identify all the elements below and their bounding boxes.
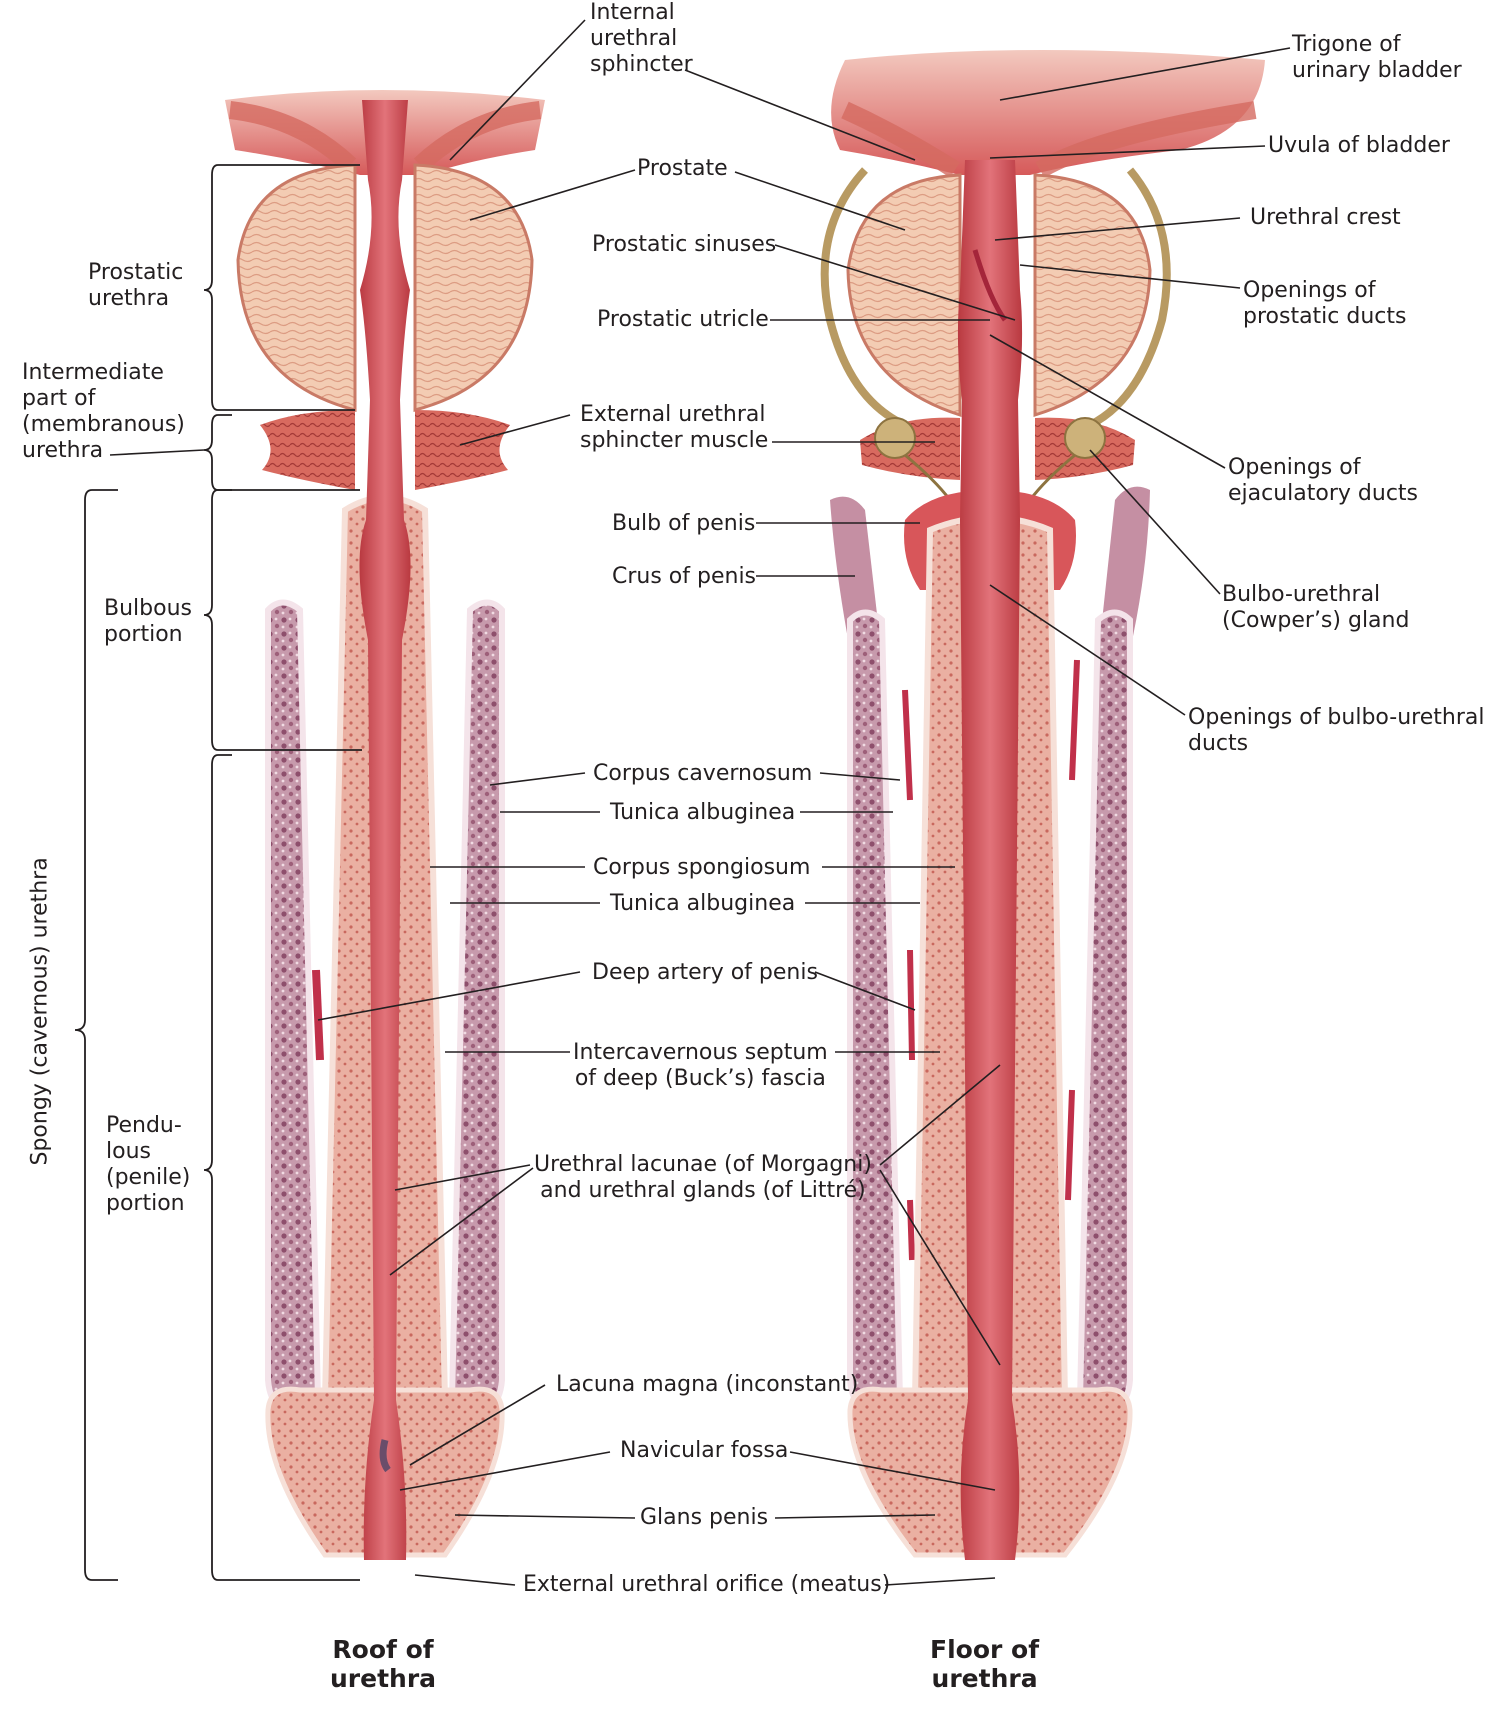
label-line: External urethral xyxy=(580,402,766,427)
label-line: Prostatic xyxy=(88,260,184,285)
label-deep-artery: Deep artery of penis xyxy=(592,960,818,985)
label-bulbous-portion: Bulbous portion xyxy=(104,596,192,648)
label-prostatic-sinuses: Prostatic sinuses xyxy=(592,232,777,257)
label-openings-ejaculatory-ducts: Openings of ejaculatory ducts xyxy=(1228,455,1418,507)
label-line: Intercavernous septum xyxy=(573,1040,828,1065)
label-line: portion xyxy=(104,622,183,647)
label-line: Intermediate xyxy=(22,360,164,385)
label-navicular-fossa: Navicular fossa xyxy=(620,1438,789,1463)
region-braces xyxy=(74,164,362,1581)
label-line: prostatic ducts xyxy=(1243,304,1407,329)
label-prostate: Prostate xyxy=(637,156,728,181)
label-line: (membranous) xyxy=(22,412,185,437)
label-glans-penis: Glans penis xyxy=(640,1505,769,1530)
label-urethral-lacunae: Urethral lacunae (of Morgagni) and ureth… xyxy=(534,1152,872,1204)
label-line: Pendu- xyxy=(106,1113,182,1138)
label-line: urethral xyxy=(590,26,678,51)
label-line: Trigone of xyxy=(1292,32,1401,57)
label-line: Bulbous xyxy=(104,596,192,621)
label-pendulous-portion: Pendu- lous (penile) portion xyxy=(106,1113,190,1217)
label-line: Internal xyxy=(590,0,675,25)
caption-floor: Floor of urethra xyxy=(930,1635,1039,1693)
leader-lines xyxy=(109,19,1291,1586)
label-line: ducts xyxy=(1188,731,1249,756)
label-line: Openings of xyxy=(1228,455,1361,480)
roof-specimen xyxy=(225,90,545,1560)
label-line: (Cowper’s) gland xyxy=(1222,608,1410,633)
label-uvula: Uvula of bladder xyxy=(1268,133,1450,158)
label-line: urethra xyxy=(88,286,170,311)
label-line: ejaculatory ducts xyxy=(1228,481,1418,506)
label-external-urethral-orifice: External urethral orifice (meatus) xyxy=(523,1572,891,1597)
label-urethral-crest: Urethral crest xyxy=(1250,205,1401,230)
label-tunica-albuginea-1: Tunica albuginea xyxy=(610,800,796,825)
floor-specimen xyxy=(820,50,1265,1560)
label-intercavernous-septum: Intercavernous septum of deep (Buck’s) f… xyxy=(573,1040,828,1092)
label-corpus-spongiosum: Corpus spongiosum xyxy=(593,855,811,880)
label-crus-of-penis: Crus of penis xyxy=(612,564,757,589)
label-line: Urethral lacunae (of Morgagni) xyxy=(534,1152,872,1177)
label-openings-prostatic-ducts: Openings of prostatic ducts xyxy=(1243,278,1406,330)
deep-artery-mark xyxy=(312,969,324,1061)
label-intermediate-part: Intermediate part of (membranous) urethr… xyxy=(22,360,185,464)
label-trigone: Trigone of urinary bladder xyxy=(1292,32,1462,84)
label-line: part of xyxy=(22,386,96,411)
label-line: lous xyxy=(106,1139,151,1164)
caption-line: urethra xyxy=(931,1664,1038,1693)
label-internal-urethral-sphincter: Internal urethral sphincter xyxy=(590,0,693,78)
label-prostatic-urethra: Prostatic urethra xyxy=(88,260,183,312)
caption-roof: Roof of urethra xyxy=(330,1635,436,1693)
label-line: and urethral glands (of Littré) xyxy=(540,1178,866,1203)
label-tunica-albuginea-2: Tunica albuginea xyxy=(610,891,796,916)
label-external-urethral-sphincter: External urethral sphincter muscle xyxy=(580,402,768,454)
caption-line: urethra xyxy=(330,1664,437,1693)
label-prostatic-utricle: Prostatic utricle xyxy=(597,307,769,332)
label-lacuna-magna: Lacuna magna (inconstant) xyxy=(556,1372,859,1397)
label-line: Openings of xyxy=(1243,278,1376,303)
label-line: (penile) xyxy=(106,1165,191,1190)
label-line: portion xyxy=(106,1191,185,1216)
label-line: Bulbo-urethral xyxy=(1222,582,1381,607)
label-line: sphincter xyxy=(590,52,693,77)
label-line: urinary bladder xyxy=(1292,58,1462,83)
label-line: of deep (Buck’s) fascia xyxy=(574,1066,826,1091)
caption-line: Roof of xyxy=(332,1635,434,1664)
label-line: urethra xyxy=(22,438,104,463)
label-bulb-of-penis: Bulb of penis xyxy=(612,511,756,536)
label-corpus-cavernosum: Corpus cavernosum xyxy=(593,761,813,786)
label-line: Openings of bulbo-urethral xyxy=(1188,705,1485,730)
label-spongy-urethra: Spongy (cavernous) urethra xyxy=(27,857,53,1166)
label-openings-bulbourethral-ducts: Openings of bulbo-urethral ducts xyxy=(1188,705,1484,757)
label-line: sphincter muscle xyxy=(580,428,769,453)
label-bulbourethral-gland: Bulbo-urethral (Cowper’s) gland xyxy=(1222,582,1409,634)
caption-line: Floor of xyxy=(930,1635,1040,1664)
